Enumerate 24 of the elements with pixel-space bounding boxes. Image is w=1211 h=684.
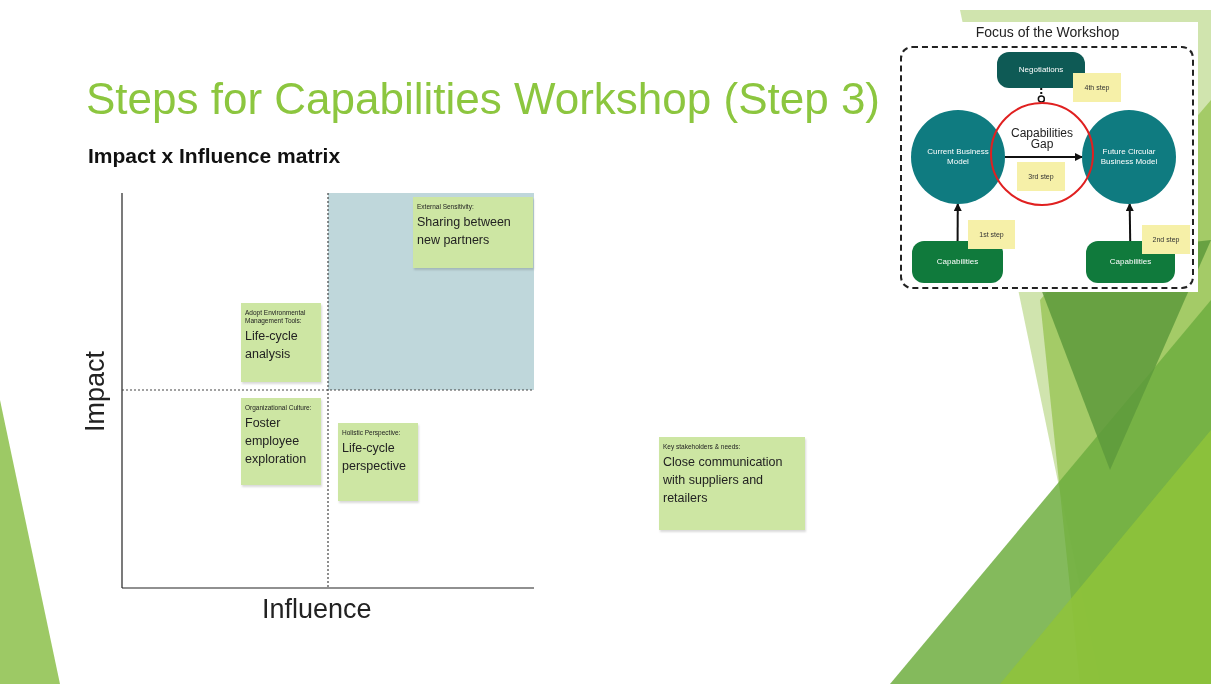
axis-label: Influence	[262, 594, 372, 625]
slide-title: Steps for Capabilities Workshop (Step 3)	[86, 74, 880, 124]
sticky-note	[338, 423, 418, 501]
sticky-note	[413, 197, 533, 268]
process-box: Negotiations	[997, 52, 1085, 88]
arrow	[953, 203, 962, 242]
matrix-subtitle: Impact x Influence matrix	[88, 144, 341, 168]
circle-node: Future Circular Business Model	[1082, 110, 1176, 204]
process-box: Capabilities	[912, 241, 1003, 283]
sticky-note	[241, 303, 321, 382]
note-text: Life-cycle perspective	[342, 440, 407, 475]
axis-label: Impact	[79, 350, 111, 434]
note-text: Foster employee exploration	[245, 415, 308, 468]
group-heading: Focus of the Workshop	[974, 24, 1121, 40]
note-text: Close communication with suppliers and retailers	[663, 454, 784, 507]
note-text: Life-cycle analysis	[245, 328, 299, 363]
arrow	[1004, 153, 1083, 161]
note-text: Sharing between new partners	[417, 214, 512, 249]
dotted-connector	[1037, 87, 1046, 103]
sticky-note	[241, 398, 321, 485]
node-label: Capabilities Gap	[1010, 128, 1074, 150]
circle-node: Current Business Model	[911, 110, 1005, 204]
arrow	[1125, 203, 1134, 242]
sticky-note	[659, 437, 805, 530]
